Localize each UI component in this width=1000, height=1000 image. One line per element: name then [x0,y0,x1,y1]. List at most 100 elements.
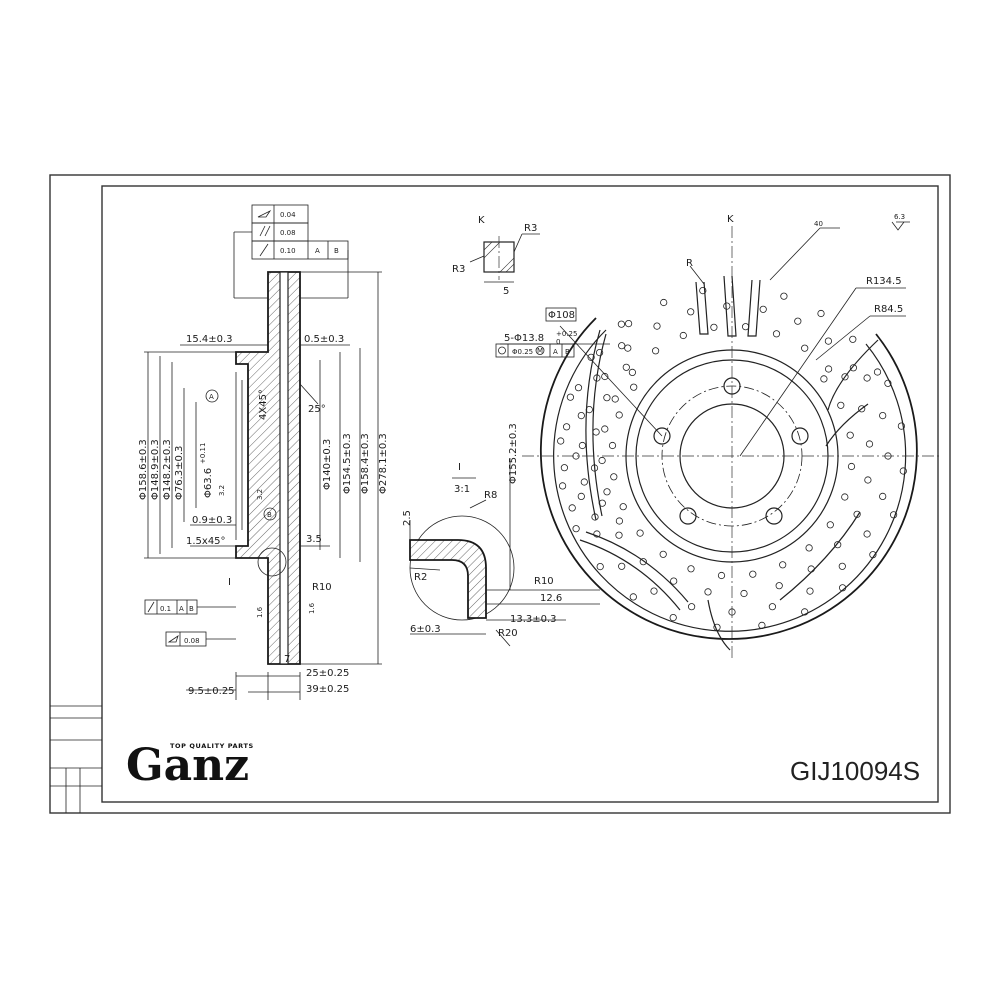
drill-hole [608,441,617,450]
drill-hole [759,305,767,313]
drill-hole [841,373,849,381]
inner-frame [101,185,939,803]
drill-hole [710,323,718,331]
dim-4x45: 4X45° [258,389,269,420]
front-holes-tol2: 0 [556,338,560,346]
drill-hole [596,562,604,571]
drill-hole [592,428,600,436]
drill-hole [863,374,871,382]
drill-hole [669,613,677,622]
drill-hole [824,337,833,345]
dim-9-5: 9.5±0.25 [188,686,235,697]
drill-hole [740,589,748,598]
detail-i-d155-2: Φ155.2±0.3 [508,423,519,484]
drill-hole [801,608,809,616]
drill-hole [865,440,874,448]
drill-hole [572,525,580,533]
tolerance-frame-top [233,204,349,299]
detail-i-w12-6: 12.6 [540,593,562,604]
tol-flatness-lower: 0.08 [184,637,200,645]
drill-hole [699,286,707,295]
drill-hole [807,565,815,573]
drill-hole [558,482,567,490]
front-d108: Φ108 [548,310,575,321]
drill-hole [801,344,809,352]
drill-hole [869,551,877,559]
drill-hole [728,608,736,616]
view-mark-i: I [228,577,231,588]
drill-hole [618,342,626,350]
drill-hole [651,347,660,355]
tol-parallelism: 0.08 [280,229,296,237]
drill-hole [864,476,872,484]
drill-hole [820,375,828,383]
drill-hole [650,587,658,595]
drill-hole [653,322,661,330]
drill-hole [624,344,632,352]
drill-hole [590,464,599,472]
tol-datum-a-lower: A [179,605,184,613]
front-view: K [495,213,940,660]
datum-b-label: B [267,511,272,519]
drill-hole [863,530,871,538]
detail-i-label: I [458,462,461,473]
brand-logo: TOP QUALITY PARTS Ganz [126,740,254,791]
drill-hole [687,565,695,573]
tol-runout: 0.10 [280,247,296,255]
outer-frame [49,174,951,814]
drill-hole [849,364,858,372]
detail-i-w13-3: 13.3±0.3 [510,614,557,625]
drill-hole [794,317,802,325]
drill-hole [824,365,833,373]
disc-outer-edge [539,317,918,640]
bolt-holes [653,377,809,525]
rough-3-2-a: 3.2 [218,485,226,496]
detail-k-letter: K [478,215,485,226]
drill-hole [562,423,571,431]
drill-hole [897,422,906,430]
front-datum-b: B [565,348,570,356]
drill-hole [603,394,611,402]
drill-hole [899,467,907,475]
drill-hole [615,531,623,539]
front-k-letter: K [727,214,734,225]
drill-hole [615,517,624,525]
brand-tagline: TOP QUALITY PARTS [170,742,254,750]
drill-hole [834,541,842,549]
drill-hole [618,562,626,570]
drill-hole [847,462,856,471]
front-roughness: 6.3 [894,213,905,221]
brand-name: Ganz [126,740,249,791]
dim-15-4: 15.4±0.3 [186,334,233,345]
position-tolerance-frame [495,343,575,358]
drill-hole [717,571,726,580]
drill-hole [884,452,892,460]
dim-d148-2: Φ148.2±0.3 [162,439,173,500]
drill-hole [601,372,609,381]
tolerance-frame-lower [144,599,236,647]
rough-3-2-b: 3.2 [256,489,264,500]
drill-hole [598,456,606,465]
drill-hole [619,503,627,511]
drill-hole [660,298,668,307]
detail-i-r8: R8 [484,490,497,501]
dim-3-5: 3.5 [306,534,322,545]
drill-hole [817,309,825,318]
front-r134-5: R134.5 [866,276,902,287]
drill-hole [615,411,623,419]
drill-hole [636,529,644,537]
drill-hole [572,452,580,460]
drill-hole [704,588,712,596]
drill-hole [601,425,609,433]
dim-d140: Φ140±0.3 [322,439,333,490]
drill-hole [853,510,861,518]
drill-hole [587,353,595,361]
drill-hole [749,570,757,578]
drill-hole [560,464,569,472]
front-holes: 5-Φ13.8 [504,333,544,344]
drill-hole [838,584,847,592]
detail-k-r3-top: R3 [524,223,537,234]
detail-i-h2-5: 2.5 [402,510,413,526]
drill-hole [574,384,583,392]
